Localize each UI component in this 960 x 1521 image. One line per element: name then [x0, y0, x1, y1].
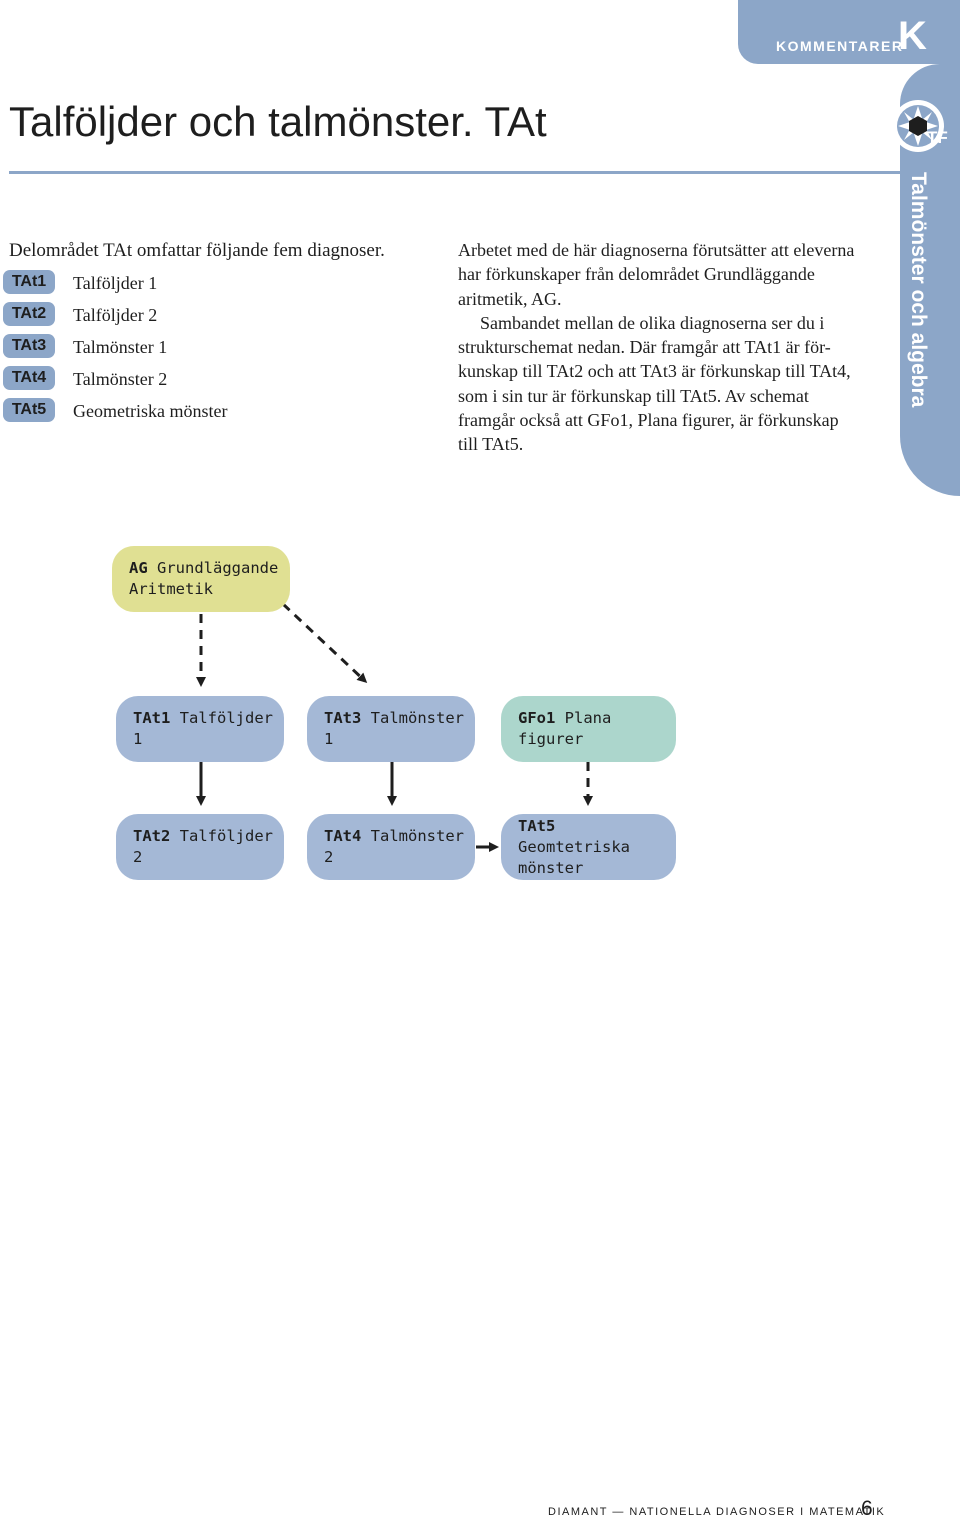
box-label: Talföljder 1 [133, 709, 273, 748]
body-line: framgår också att GFo1, Plana figurer, ä… [458, 410, 839, 431]
list-item: TAt1 Talföljder 1 [3, 270, 423, 296]
body-text: Arbetet med de här diagnoserna förutsätt… [458, 238, 882, 457]
diagnosis-code-badge: TAt5 [3, 398, 55, 422]
schema-box-gfo1: GFo1 Plana figurer [501, 696, 676, 762]
diagnosis-code-badge: TAt2 [3, 302, 55, 326]
box-label: mönster [518, 858, 584, 877]
box-label: Geomtetriska [518, 837, 630, 856]
list-item: TAt4 Talmönster 2 [3, 366, 423, 392]
body-line: har förkunskaper från delområdet Grundlä… [458, 264, 815, 285]
body-line: strukturschemat nedan. Där framgår att T… [458, 337, 831, 358]
box-code: AG [129, 559, 148, 577]
header-tab [738, 0, 960, 64]
box-label: Talföljder 2 [133, 827, 273, 866]
body-paragraph-1: Arbetet med de här diagnoserna förutsätt… [458, 238, 882, 311]
schema-arrows [196, 602, 593, 852]
side-title: Talmönster och algebra [907, 172, 930, 408]
list-item: TAt2 Talföljder 2 [3, 302, 423, 328]
diagnosis-code-badge: TAt1 [3, 270, 55, 294]
box-code: TAt3 [324, 709, 362, 727]
body-line: Sambandet mellan de olika diagnoserna se… [480, 312, 825, 333]
diagnosis-label: Talmönster 1 [73, 337, 168, 357]
box-code: TAt2 [133, 827, 171, 845]
body-line: aritmetik, AG. [458, 288, 562, 309]
box-label: Plana figurer [518, 709, 612, 748]
box-label: Aritmetik [129, 580, 213, 598]
body-line: kunskap till TAt2 och att TAt3 är förkun… [458, 361, 851, 382]
intro-text: Delområdet TAt omfattar följande fem dia… [9, 240, 385, 261]
body-line: till TAt5. [458, 434, 524, 455]
box-code: TAt5 [518, 816, 556, 835]
box-code: TAt4 [324, 827, 362, 845]
header-letter: K [898, 14, 927, 58]
box-label: Grundläggande [157, 559, 279, 577]
box-code: TAt1 [133, 709, 171, 727]
diagnosis-label: Talföljder 2 [73, 305, 158, 325]
page-number: 6 [861, 1497, 873, 1520]
body-paragraph-2: Sambandet mellan de olika diagnoserna se… [458, 311, 882, 457]
schema-box-tat5: TAt5 Geomtetriska mönster [501, 814, 676, 880]
diagnosis-code-badge: TAt3 [3, 334, 55, 358]
header-label: KOMMENTARER [776, 38, 904, 54]
body-line: som i sin tur är förkunskap till TAt5. A… [458, 385, 809, 406]
box-label: Talmönster 2 [324, 827, 464, 866]
diagnosis-label: Talmönster 2 [73, 369, 168, 389]
schema-box-tat4: TAt4 Talmönster 2 [307, 814, 475, 880]
diagnosis-label: Talföljder 1 [73, 273, 158, 293]
page-title: Talföljder och talmönster. TAt [9, 98, 547, 145]
diagnosis-code-badge: TAt4 [3, 366, 55, 390]
schema-box-tat3: TAt3 Talmönster 1 [307, 696, 475, 762]
tf-logo-text: TF [927, 128, 948, 147]
body-line: Arbetet med de här diagnoserna förutsätt… [458, 240, 855, 260]
box-code: GFo1 [518, 709, 556, 727]
list-item: TAt5 Geometriska mönster [3, 398, 423, 424]
diagnosis-label: Geometriska mönster [73, 401, 228, 421]
title-rule [9, 171, 900, 174]
schema-box-tat1: TAt1 Talföljder 1 [116, 696, 284, 762]
box-label: Talmönster 1 [324, 709, 464, 748]
arrow-ag-tat3 [281, 602, 368, 684]
tf-logo-icon: TF [892, 100, 948, 152]
list-item: TAt3 Talmönster 1 [3, 334, 423, 360]
schema-box-tat2: TAt2 Talföljder 2 [116, 814, 284, 880]
footer-text: DIAMANT — NATIONELLA DIAGNOSER I MATEMAT… [548, 1506, 886, 1518]
